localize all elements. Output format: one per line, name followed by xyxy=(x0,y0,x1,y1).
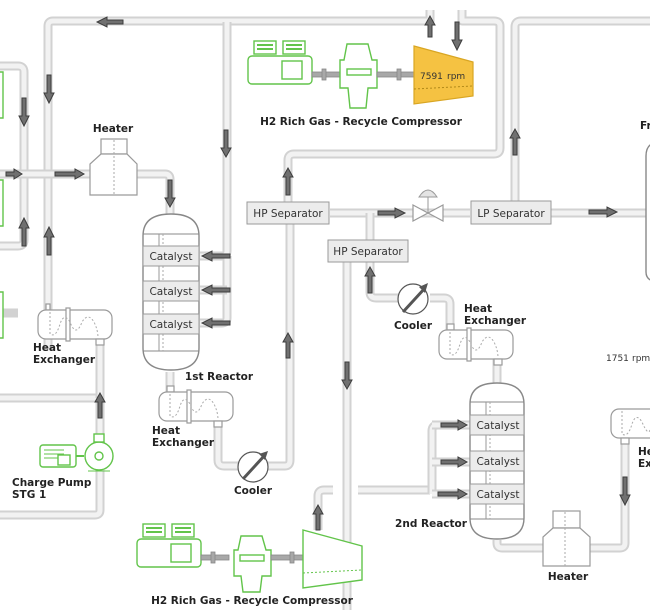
catalyst-bed[interactable] xyxy=(469,414,525,436)
flow-arrow-right xyxy=(440,456,469,468)
flow-arrow-down xyxy=(451,21,463,52)
flow-arrow-up xyxy=(509,127,521,156)
catalyst-bed[interactable] xyxy=(142,313,200,335)
right-speed-value: 1751 xyxy=(606,354,629,364)
lp-separator-label: LP Separator xyxy=(477,208,545,220)
flow-arrow-up xyxy=(94,391,106,419)
hx-right-label-1: He xyxy=(638,446,650,458)
lp-separator[interactable]: LP Separator xyxy=(470,200,552,225)
heat-exchanger-left[interactable]: Heat Exchanger xyxy=(33,303,113,366)
hx-mid-label-1: Heat xyxy=(152,425,180,437)
reactor-1[interactable]: Catalyst Catalyst Catalyst 1st Reactor xyxy=(142,213,254,383)
hx-right-top-label-2: Exchanger xyxy=(464,315,527,327)
heater-2: Heater xyxy=(542,510,591,583)
flow-arrow-up xyxy=(18,216,30,247)
compressor-top-label: H2 Rich Gas - Recycle Compressor xyxy=(260,116,463,128)
flow-arrow-left xyxy=(200,250,231,262)
compressor-top[interactable]: 7591 rpm H2 Rich Gas - Recycle Compresso… xyxy=(247,40,474,128)
catalyst-label: Catalyst xyxy=(149,319,192,331)
offscreen-equipment-left xyxy=(0,71,4,339)
fractionator-label: Fr xyxy=(640,120,650,132)
charge-pump[interactable]: Charge Pump STG 1 xyxy=(12,433,114,501)
flow-arrow-up xyxy=(312,503,324,531)
heat-exchanger-mid[interactable]: Heat Exchanger xyxy=(152,385,234,449)
heat-exchanger-right[interactable]: He Ex xyxy=(610,408,650,470)
flow-arrow-right xyxy=(440,419,469,431)
flow-arrows xyxy=(5,14,631,531)
pump-label-1: Charge Pump xyxy=(12,477,92,489)
reactor-1-label: 1st Reactor xyxy=(185,371,254,383)
hx-left-label-2: Exchanger xyxy=(33,354,96,366)
flow-arrow-down xyxy=(619,476,631,507)
catalyst-bed[interactable] xyxy=(469,483,525,505)
hx-right-label-2: Ex xyxy=(638,458,650,470)
cooler-2[interactable]: Cooler xyxy=(394,283,433,332)
flow-arrow-up xyxy=(282,331,294,359)
catalyst-label: Catalyst xyxy=(476,489,519,501)
compressor-top-unit: rpm xyxy=(447,72,465,82)
reactor-2-label: 2nd Reactor xyxy=(395,518,468,530)
hp-separator-2[interactable]: HP Separator xyxy=(327,239,409,263)
compressor-bottom[interactable]: H2 Rich Gas - Recycle Compressor xyxy=(136,523,363,607)
flow-arrow-up xyxy=(282,166,294,196)
catalyst-label: Catalyst xyxy=(476,456,519,468)
flow-arrow-right xyxy=(377,207,407,219)
heat-exchanger-right-top[interactable]: Heat Exchanger xyxy=(438,303,527,366)
catalyst-bed[interactable] xyxy=(142,245,200,267)
flow-arrow-down xyxy=(18,97,30,128)
hp-separator-1-label: HP Separator xyxy=(253,208,323,220)
flow-arrow-down xyxy=(220,129,232,159)
cooler-1-label: Cooler xyxy=(234,485,273,497)
flow-arrow-down xyxy=(341,361,353,391)
flow-arrow-up xyxy=(424,14,436,38)
flow-arrow-right xyxy=(588,206,619,218)
hx-mid-label-2: Exchanger xyxy=(152,437,215,449)
hp-separator-1[interactable]: HP Separator xyxy=(246,201,330,225)
control-valve[interactable] xyxy=(412,189,444,222)
pump-label-2: STG 1 xyxy=(12,489,46,501)
hp-separator-2-label: HP Separator xyxy=(333,246,403,258)
flow-arrow-up xyxy=(43,225,55,256)
flow-arrow-down xyxy=(43,74,55,105)
catalyst-label: Catalyst xyxy=(149,286,192,298)
catalyst-label: Catalyst xyxy=(476,420,519,432)
flow-arrow-down xyxy=(164,179,176,209)
hx-right-top-label-1: Heat xyxy=(464,303,492,315)
flow-arrow-left xyxy=(200,317,231,329)
fractionator[interactable]: Fr xyxy=(640,120,650,282)
flow-arrow-right xyxy=(437,488,469,500)
right-speed-unit: rpm xyxy=(632,354,650,364)
hx-left-label-1: Heat xyxy=(33,342,61,354)
heater-2-label: Heater xyxy=(548,571,589,583)
flow-arrow-right xyxy=(54,168,86,180)
catalyst-label: Catalyst xyxy=(149,251,192,263)
flow-arrow-right xyxy=(5,168,23,180)
heater-1: Heater xyxy=(89,123,138,196)
catalyst-bed[interactable] xyxy=(142,280,200,302)
flow-arrow-left xyxy=(200,284,231,296)
compressor-bottom-label: H2 Rich Gas - Recycle Compressor xyxy=(151,595,354,607)
flow-arrow-left xyxy=(95,16,124,28)
reactor-2[interactable]: Catalyst Catalyst Catalyst 2nd Reactor xyxy=(395,382,525,540)
heater-1-label: Heater xyxy=(93,123,134,135)
cooler-2-label: Cooler xyxy=(394,320,433,332)
catalyst-bed[interactable] xyxy=(469,450,525,472)
flow-arrow-up xyxy=(364,265,376,294)
cooler-1[interactable]: Cooler xyxy=(234,451,273,497)
compressor-top-speed: 7591 xyxy=(420,72,443,82)
